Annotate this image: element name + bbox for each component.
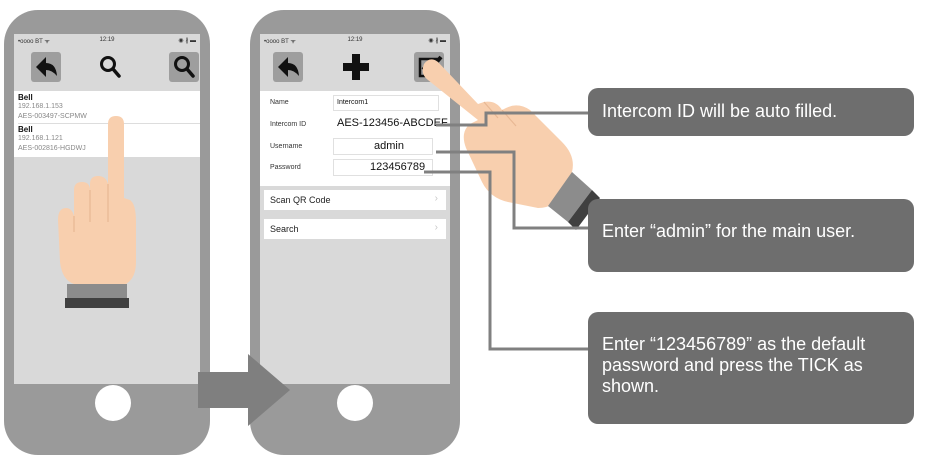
- battery-icon: ◉ ∦ ▬: [178, 38, 196, 44]
- intercom-id-value: AES-123456-ABCDEF: [337, 117, 448, 129]
- battery-icon: ◉ ∦ ▬: [428, 38, 446, 44]
- search-filter-button[interactable]: [169, 52, 199, 82]
- callout-username: Enter “admin” for the main user.: [588, 199, 914, 272]
- username-value: admin: [374, 140, 404, 152]
- password-label: Password: [270, 164, 301, 171]
- connector-lines: [424, 111, 588, 351]
- back-button[interactable]: [31, 52, 61, 82]
- search-icon: [174, 56, 195, 78]
- back-arrow-icon: [36, 57, 57, 77]
- device-name: Bell: [18, 125, 33, 134]
- scan-qr-code-label: Scan QR Code: [270, 195, 331, 205]
- home-button[interactable]: [337, 385, 373, 421]
- callout-password-text: Enter “123456789” as the default passwor…: [602, 334, 866, 397]
- pointing-hand-illustration: [58, 116, 136, 308]
- next-step-arrow: [198, 354, 290, 426]
- username-label: Username: [270, 143, 303, 150]
- password-value: 123456789: [370, 161, 426, 173]
- intercom-id-field[interactable]: AES-123456-ABCDEF: [333, 115, 448, 133]
- username-field[interactable]: admin: [333, 138, 433, 155]
- carrier-signal: •oooo BT ᯤ: [18, 39, 50, 45]
- name-label: Name: [270, 99, 289, 106]
- search-button[interactable]: [97, 54, 123, 80]
- intercom-id-label: Intercom ID: [270, 121, 307, 128]
- callout-intercom-id: Intercom ID will be auto filled.: [588, 88, 914, 136]
- name-value: Intercom1: [337, 99, 369, 106]
- callout-username-text: Enter “admin” for the main user.: [602, 221, 856, 241]
- search-row[interactable]: Search ›: [264, 219, 446, 239]
- back-button[interactable]: [273, 52, 303, 82]
- device-name: Bell: [18, 93, 33, 102]
- intercom-form: Name Intercom1 Intercom ID AES-123456-AB…: [260, 91, 450, 186]
- chevron-right-icon: ›: [434, 222, 438, 233]
- list-item[interactable]: Bell 192.168.1.121 AES-002816-HGDWJ: [14, 124, 200, 157]
- password-field[interactable]: 123456789: [333, 159, 433, 176]
- name-field[interactable]: Intercom1: [333, 95, 439, 111]
- device-id: AES-003497-SCPMW: [18, 113, 87, 120]
- status-bar: •oooo BT ᯤ 12:19 ◉ ∦ ▬: [260, 34, 450, 48]
- add-button[interactable]: [341, 52, 371, 82]
- phone-2-device: •oooo BT ᯤ 12:19 ◉ ∦ ▬ Name Intercom1 In…: [250, 10, 460, 455]
- search-icon: [100, 56, 121, 78]
- phone-2-screen: •oooo BT ᯤ 12:19 ◉ ∦ ▬ Name Intercom1 In…: [260, 34, 450, 384]
- chevron-right-icon: ›: [434, 193, 438, 204]
- plus-icon: [343, 54, 369, 80]
- back-arrow-icon: [278, 57, 299, 77]
- status-bar: •oooo BT ᯤ 12:19 ◉ ∦ ▬: [14, 34, 200, 48]
- scan-qr-code-row[interactable]: Scan QR Code ›: [264, 190, 446, 210]
- search-label: Search: [270, 224, 299, 234]
- callout-password: Enter “123456789” as the default passwor…: [588, 312, 914, 424]
- callout-intercom-id-text: Intercom ID will be auto filled.: [602, 101, 838, 121]
- device-ip: 192.168.1.153: [18, 103, 63, 110]
- list-item[interactable]: Bell 192.168.1.153 AES-003497-SCPMW: [14, 91, 200, 124]
- carrier-signal: •oooo BT ᯤ: [264, 39, 296, 45]
- home-button[interactable]: [95, 385, 131, 421]
- device-id: AES-002816-HGDWJ: [18, 145, 86, 152]
- status-time: 12:19: [99, 37, 115, 43]
- status-time: 12:19: [347, 37, 363, 43]
- device-ip: 192.168.1.121: [18, 135, 63, 142]
